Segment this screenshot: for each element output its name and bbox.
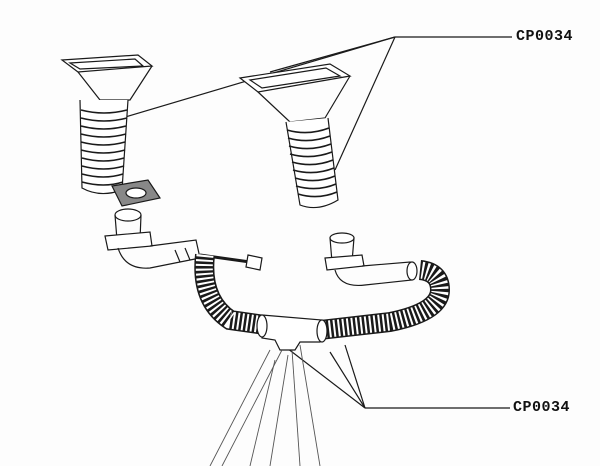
part-number-label-top: CP0034	[516, 28, 574, 45]
ribbed-hoses	[194, 253, 451, 340]
left-elbow-connector	[104, 208, 201, 269]
part-number-label-bottom: CP0034	[513, 399, 571, 416]
t-junction	[256, 314, 328, 351]
gasket	[111, 179, 161, 207]
left-vent-funnel	[60, 54, 154, 195]
frame-tubes	[209, 344, 321, 466]
right-elbow-connector	[324, 232, 418, 287]
leader-lines-bottom	[269, 334, 510, 409]
right-vent-funnel	[238, 63, 352, 209]
